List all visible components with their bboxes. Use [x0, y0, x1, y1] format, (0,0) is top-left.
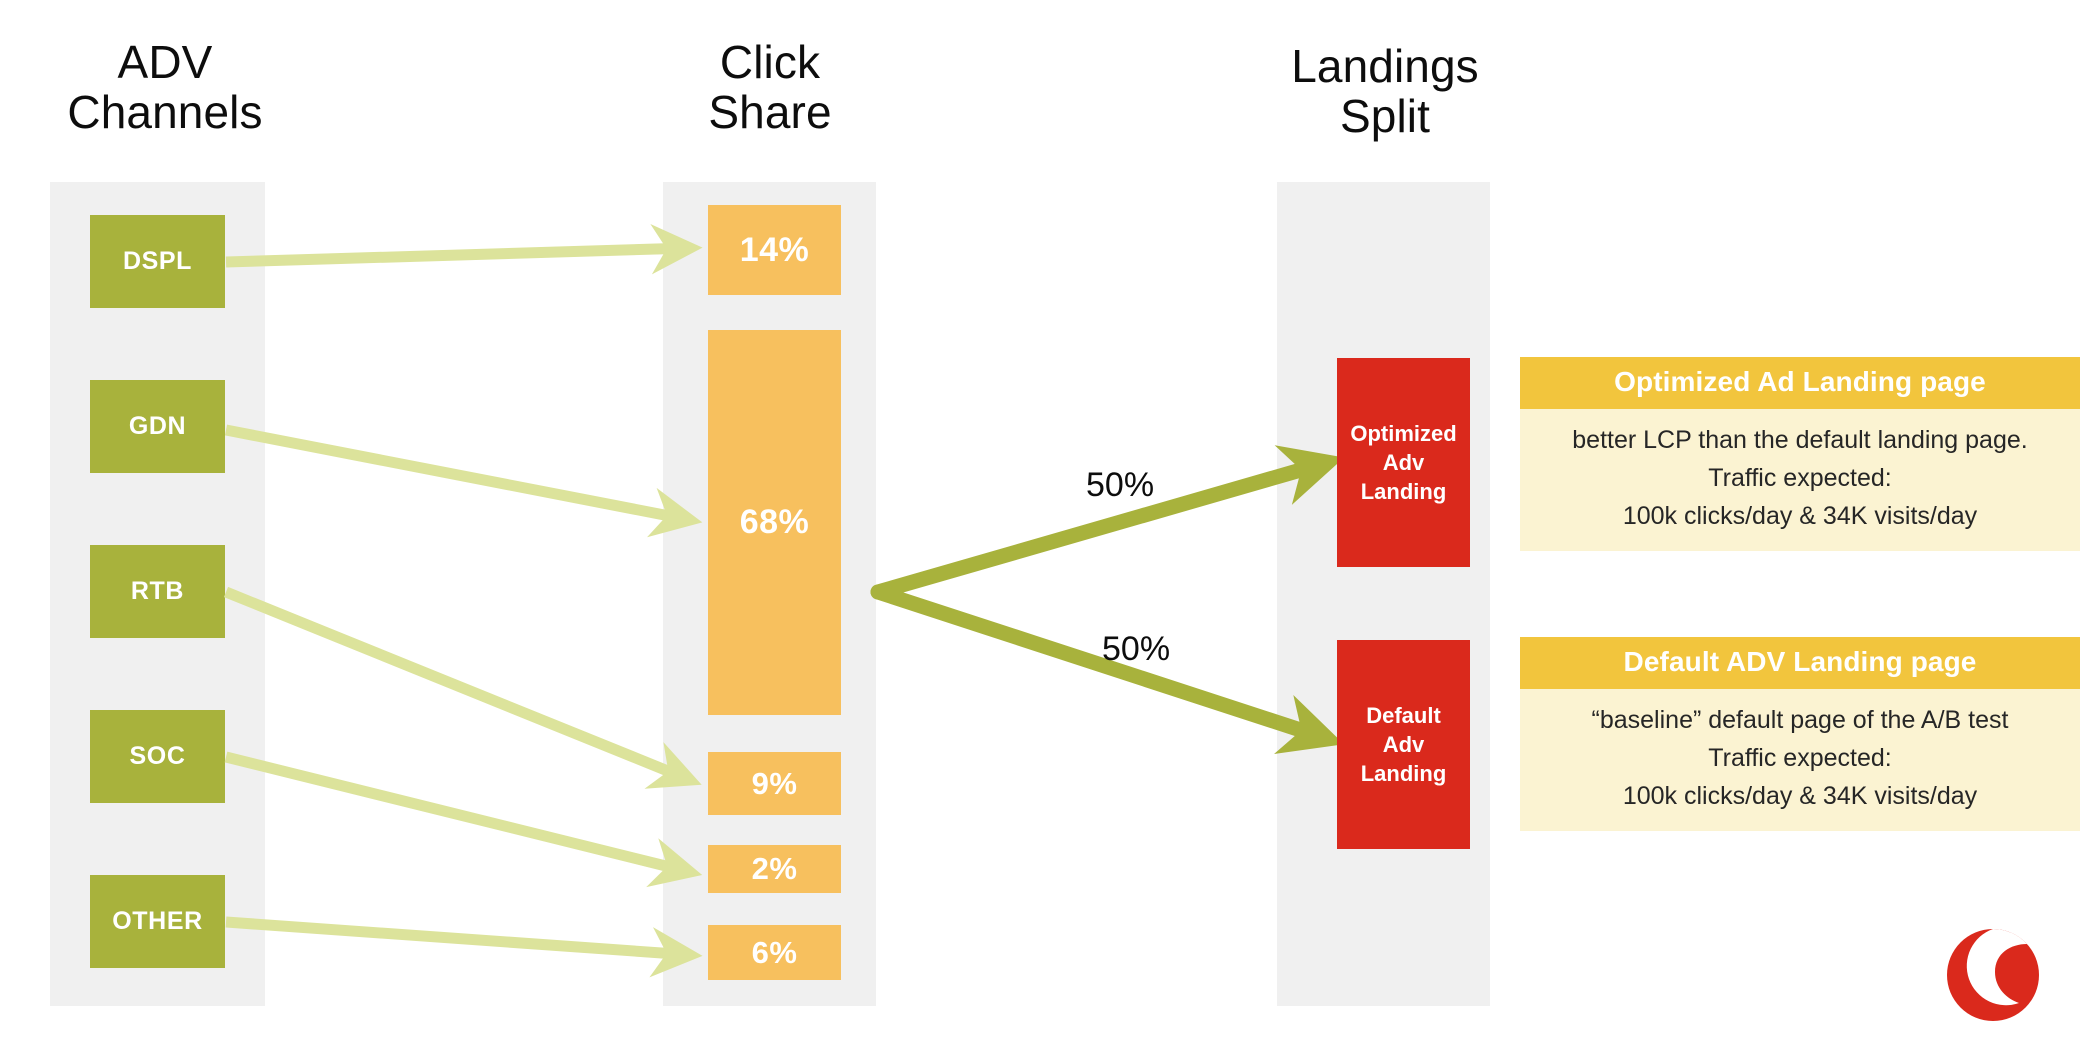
landing-box-optimized[interactable]: Optimized Adv Landing [1337, 358, 1470, 567]
column-header-landings-split: Landings Split [1291, 40, 1479, 142]
arrow-soc-to-2 [224, 751, 703, 888]
adv-channel-soc[interactable]: SOC [90, 710, 225, 803]
click-share-value: 2% [751, 851, 798, 886]
info-card-title: Default ADV Landing page [1520, 637, 2080, 689]
info-card-optimized: Optimized Ad Landing page better LCP tha… [1520, 357, 2080, 551]
click-share-value: 9% [751, 765, 798, 801]
info-card-body: better LCP than the default landing page… [1520, 409, 2080, 551]
landing-box-label: Optimized Adv Landing [1350, 420, 1457, 505]
click-share-bar-9[interactable]: 9% [708, 752, 841, 815]
split-label-optimized: 50% [1086, 466, 1155, 504]
adv-channel-rtb[interactable]: RTB [90, 545, 225, 638]
arrow-rtb-to-9 [223, 586, 702, 789]
click-share-value: 6% [751, 934, 798, 970]
column-header-click-share: Click Share [708, 36, 832, 138]
arrow-gdn-to-68 [224, 424, 703, 538]
info-card-default: Default ADV Landing page “baseline” defa… [1520, 637, 2080, 831]
adv-channel-label: SOC [129, 742, 186, 770]
landing-box-default[interactable]: Default Adv Landing [1337, 640, 1470, 849]
click-share-bar-6[interactable]: 6% [708, 925, 841, 980]
adv-channel-gdn[interactable]: GDN [90, 380, 225, 473]
column-header-adv-channels: ADV Channels [67, 36, 263, 138]
click-share-bar-2[interactable]: 2% [708, 845, 841, 893]
click-share-bar-68[interactable]: 68% [708, 330, 841, 715]
adv-channel-label: GDN [128, 412, 187, 440]
adv-channel-label: DSPL [122, 247, 193, 275]
adv-channel-other[interactable]: OTHER [90, 875, 225, 968]
click-share-value: 68% [739, 503, 810, 541]
adv-channel-label: RTB [130, 577, 185, 605]
arrow-dspl-to-14 [225, 224, 703, 275]
adv-channel-dspl[interactable]: DSPL [90, 215, 225, 308]
click-share-bar-14[interactable]: 14% [708, 205, 841, 295]
click-share-value: 14% [739, 230, 810, 269]
split-label-default: 50% [1102, 630, 1171, 668]
landing-box-label: Default Adv Landing [1360, 702, 1447, 787]
column-band-landings-split [1277, 182, 1490, 1006]
arrow-other-to-6 [225, 916, 703, 978]
info-card-title: Optimized Ad Landing page [1520, 357, 2080, 409]
info-card-body: “baseline” default page of the A/B test … [1520, 689, 2080, 831]
adv-channel-label: OTHER [112, 907, 203, 935]
